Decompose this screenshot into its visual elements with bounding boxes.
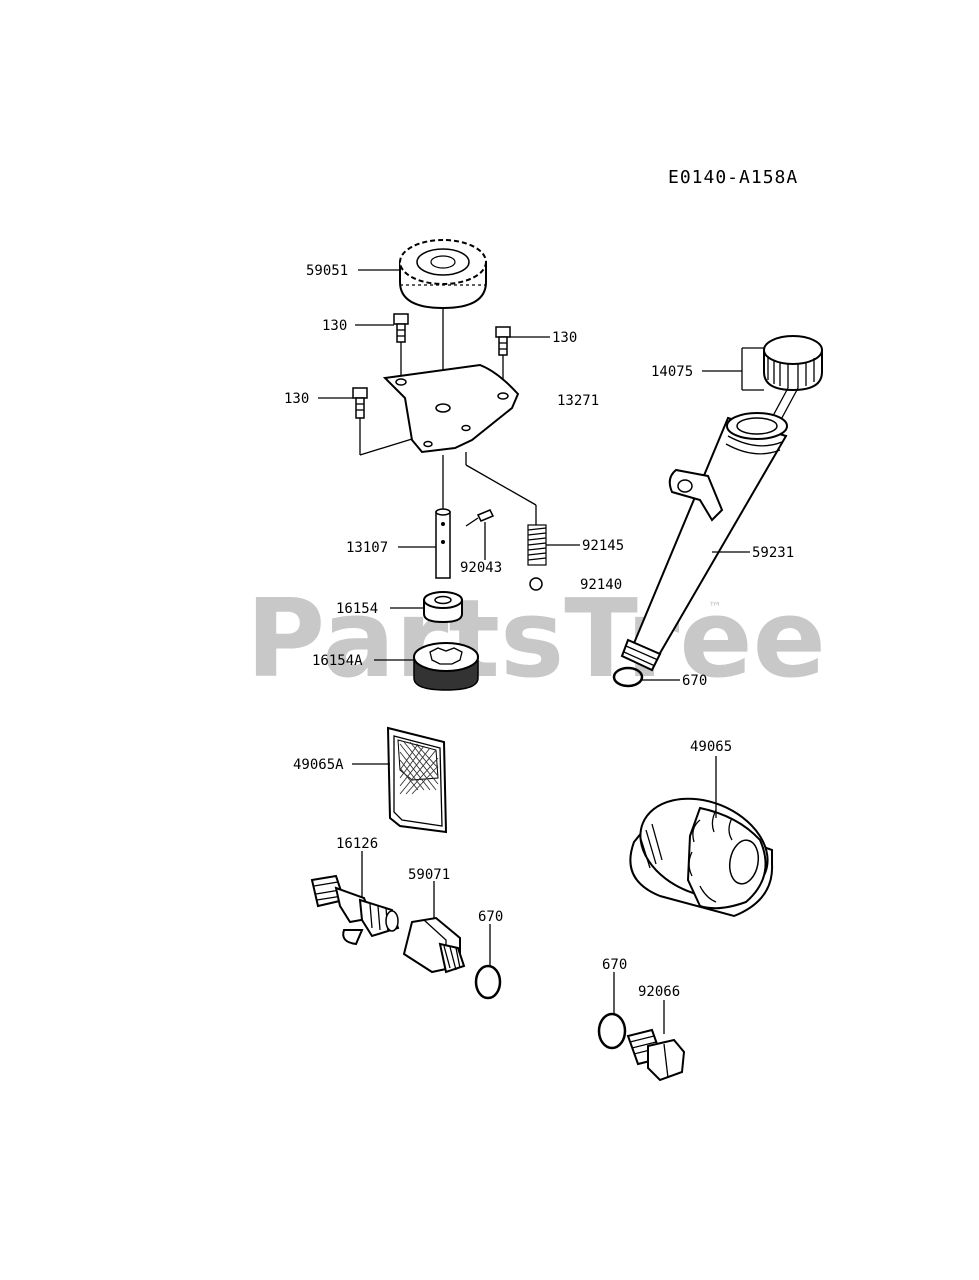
watermark-trademark: ™: [708, 600, 722, 616]
label-16154: 16154: [336, 601, 378, 617]
label-13107: 13107: [346, 540, 388, 556]
strainer-part[interactable]: [386, 726, 448, 834]
label-16126: 16126: [336, 836, 378, 852]
label-670-a: 670: [682, 673, 707, 689]
oil-filler-tube-part[interactable]: [620, 412, 788, 672]
label-59051: 59051: [306, 263, 348, 279]
spring-part[interactable]: [527, 524, 547, 566]
label-130-c: 130: [284, 391, 309, 407]
bolt-part-2[interactable]: [495, 326, 511, 356]
label-59071: 59071: [408, 867, 450, 883]
watermark-text: PartsTree: [246, 577, 826, 702]
label-670-b: 670: [478, 909, 503, 925]
label-92145: 92145: [582, 538, 624, 554]
label-49065A: 49065A: [293, 757, 344, 773]
label-14075: 14075: [651, 364, 693, 380]
fitting-part[interactable]: [310, 874, 400, 946]
drain-plug-part[interactable]: [626, 1028, 686, 1082]
o-ring-adapter-part[interactable]: [474, 964, 502, 1000]
label-92066: 92066: [638, 984, 680, 1000]
o-ring-plug-part[interactable]: [597, 1012, 627, 1050]
label-59231: 59231: [752, 545, 794, 561]
ball-part[interactable]: [529, 577, 543, 591]
label-92140: 92140: [580, 577, 622, 593]
label-130-a: 130: [322, 318, 347, 334]
outer-rotor-part[interactable]: [413, 642, 479, 691]
label-670-c: 670: [602, 957, 627, 973]
pin-part[interactable]: [476, 509, 495, 522]
bolt-part-3[interactable]: [352, 387, 368, 419]
diagram-code: E0140-A158A: [668, 167, 798, 188]
label-49065: 49065: [690, 739, 732, 755]
shaft-part[interactable]: [435, 508, 451, 579]
label-13271: 13271: [557, 393, 599, 409]
gear-part[interactable]: [399, 239, 487, 310]
adapter-part[interactable]: [402, 916, 466, 974]
label-92043: 92043: [460, 560, 502, 576]
label-130-b: 130: [552, 330, 577, 346]
inner-rotor-part[interactable]: [423, 591, 463, 624]
bolt-part-1[interactable]: [393, 313, 409, 343]
dipstick-cap-part[interactable]: [759, 335, 823, 441]
oil-filter-part[interactable]: [626, 781, 783, 918]
label-16154A: 16154A: [312, 653, 363, 669]
o-ring-tube-part[interactable]: [612, 666, 644, 688]
cover-plate-part[interactable]: [382, 363, 520, 454]
